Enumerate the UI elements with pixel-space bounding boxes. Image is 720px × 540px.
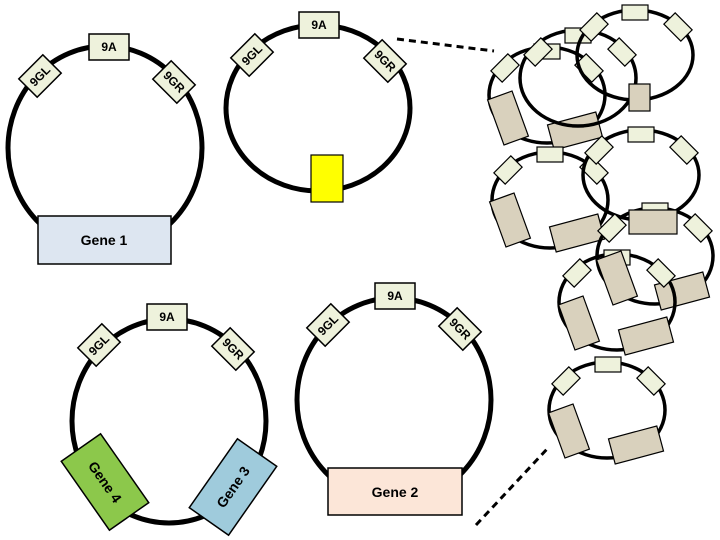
gene3-box: Gene 3 bbox=[188, 437, 278, 537]
tag-9a-label: 9A bbox=[387, 289, 403, 303]
cluster-plasmid bbox=[575, 4, 695, 112]
tag-9a-label: 9A bbox=[159, 310, 175, 324]
plasmid-gene3-gene4: 9A 9GL 9GR Gene 4 Gene 3 bbox=[60, 303, 278, 537]
gene2-label: Gene 2 bbox=[372, 484, 419, 500]
cluster-plasmid bbox=[518, 27, 638, 128]
cluster-plasmid bbox=[488, 146, 610, 253]
gene4-box: Gene 4 bbox=[60, 432, 150, 532]
tag-9a: 9A bbox=[88, 33, 130, 61]
plasmid-marker: 9A 9GL 9GR bbox=[223, 11, 413, 203]
tag-9gr: 9GR bbox=[437, 306, 483, 352]
tag-9gl: 9GL bbox=[305, 302, 351, 348]
plasmid-gene1: 9A 9GL 9GR Gene 1 bbox=[5, 33, 205, 265]
gene2-box: Gene 2 bbox=[327, 467, 463, 516]
tag-9gr: 9GR bbox=[362, 38, 408, 84]
tag-9gr: 9GR bbox=[210, 326, 256, 372]
tag-9a: 9A bbox=[146, 303, 188, 331]
cluster-plasmid bbox=[595, 202, 715, 311]
plasmid-library-cluster bbox=[486, 4, 715, 465]
tag-9gl: 9GL bbox=[17, 53, 63, 99]
zoom-connector-top bbox=[396, 37, 495, 53]
tag-9a: 9A bbox=[298, 11, 340, 39]
tag-9a-label: 9A bbox=[101, 40, 117, 54]
tag-9gr: 9GR bbox=[151, 59, 197, 105]
tag-9gl: 9GL bbox=[76, 322, 122, 368]
cluster-plasmid bbox=[557, 249, 677, 356]
cluster-plasmid bbox=[547, 356, 667, 465]
tag-9a: 9A bbox=[374, 282, 416, 310]
cluster-plasmid bbox=[486, 43, 607, 151]
tag-9gl: 9GL bbox=[229, 32, 275, 78]
zoom-connector-bottom bbox=[474, 446, 550, 527]
insert-marker bbox=[310, 154, 344, 203]
tag-9a-label: 9A bbox=[311, 18, 327, 32]
gene1-label: Gene 1 bbox=[81, 232, 128, 248]
gene1-box: Gene 1 bbox=[37, 215, 172, 265]
plasmid-gene2: 9A 9GL 9GR Gene 2 bbox=[294, 282, 494, 516]
